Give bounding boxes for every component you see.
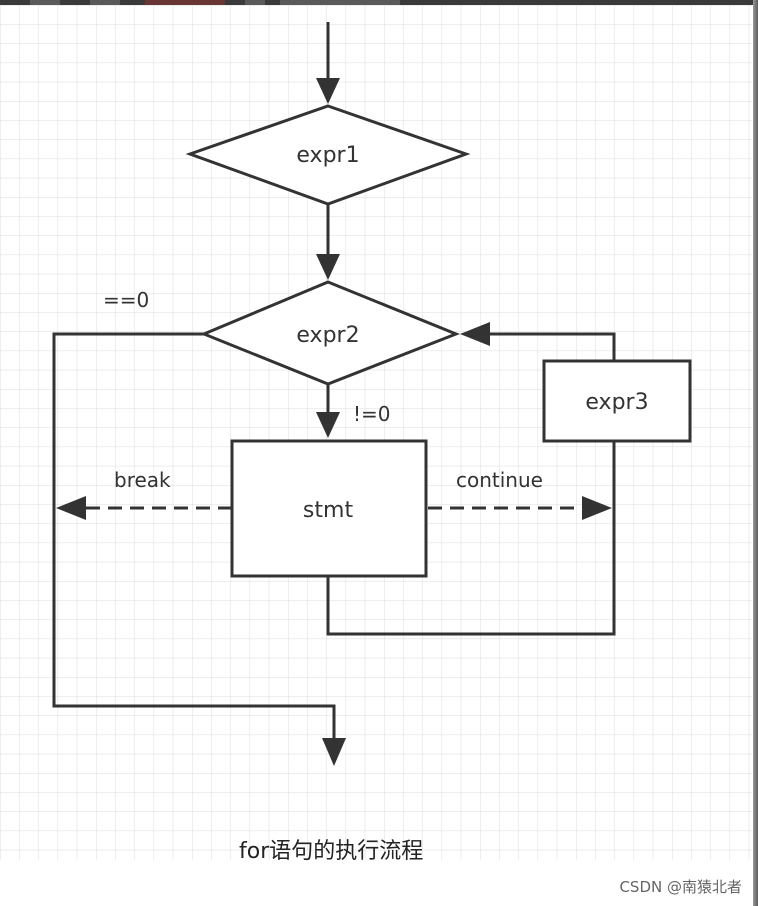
break-arrowhead bbox=[56, 496, 86, 520]
expr1-diamond bbox=[185, 104, 471, 206]
expr2-label: expr2 bbox=[296, 323, 359, 348]
expr3-box bbox=[542, 359, 692, 443]
true-branch-label: !=0 bbox=[353, 402, 391, 426]
entry-arrowhead bbox=[316, 78, 340, 104]
expr2-arrowhead bbox=[316, 254, 340, 280]
continue-label: continue bbox=[456, 468, 543, 492]
false-branch-label: ==0 bbox=[103, 288, 149, 312]
loop-back-path bbox=[326, 442, 616, 636]
continue-arrowhead bbox=[582, 496, 612, 520]
stmt-arrowhead bbox=[316, 412, 340, 438]
break-label: break bbox=[114, 468, 171, 492]
expr1-label: expr1 bbox=[296, 143, 359, 168]
top-toolbar-strip bbox=[0, 0, 758, 5]
stmt-label: stmt bbox=[303, 498, 354, 523]
expr3-to-expr2-path bbox=[488, 332, 616, 361]
exit-arrowhead bbox=[322, 738, 346, 766]
csdn-watermark: CSDN @南猿北者 bbox=[619, 878, 742, 896]
expr2-diamond bbox=[200, 280, 461, 386]
diagram-caption: for语句的执行流程 bbox=[239, 839, 424, 864]
expr2-return-arrowhead bbox=[460, 322, 490, 346]
expr3-label: expr3 bbox=[585, 390, 648, 415]
false-exit-path bbox=[52, 332, 336, 742]
stmt-box bbox=[230, 439, 428, 578]
window-edge bbox=[753, 0, 758, 906]
